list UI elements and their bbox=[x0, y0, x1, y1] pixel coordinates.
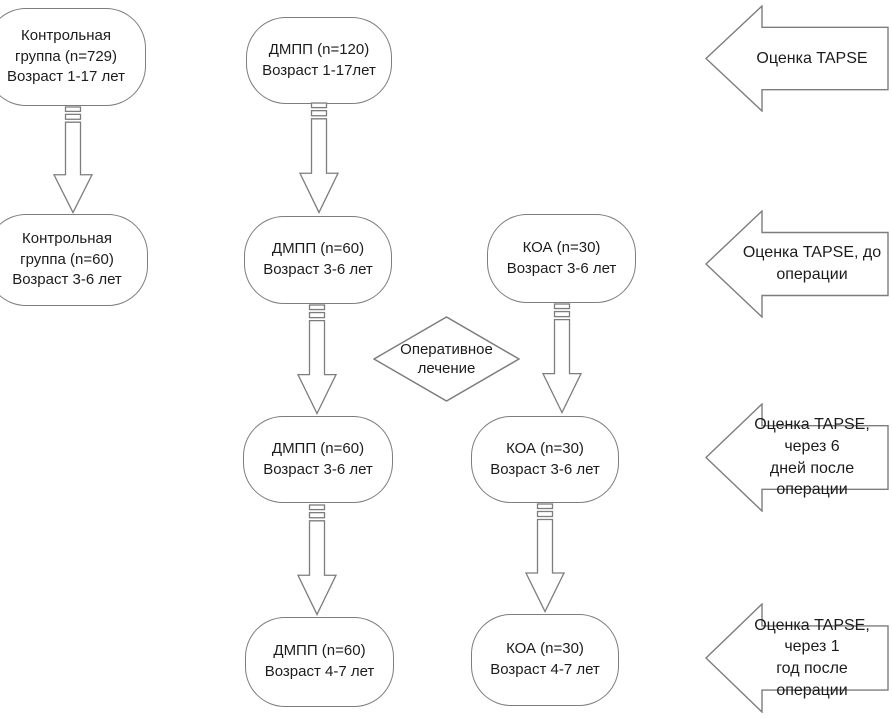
left-block-arrow-shape bbox=[705, 210, 889, 318]
node-dmpp-60-preop: ДМПП (n=60) Возраст 3-6 лет bbox=[244, 216, 392, 304]
stage-arrow-label: Оценка TAPSE, через 1 год после операции bbox=[754, 616, 870, 699]
stage-arrow-label: Оценка TAPSE, через 6 дней после операци… bbox=[754, 416, 870, 499]
stage-arrow-label: Оценка TAPSE, до операции bbox=[742, 244, 882, 283]
node-dmpp-60-postop-6d: ДМПП (n=60) Возраст 3-6 лет bbox=[243, 416, 393, 503]
down-arrow-connector bbox=[524, 503, 566, 613]
diamond-shape bbox=[373, 316, 520, 402]
left-block-arrow-shape bbox=[705, 403, 889, 512]
decision-surgical-treatment: Оперативное лечение bbox=[373, 316, 520, 402]
node-koa-30-1y: КОА (n=30) Возраст 4-7 лет bbox=[471, 614, 619, 706]
down-arrow-connector bbox=[52, 106, 94, 214]
stage-arrow-tapse-preop: Оценка TAPSE, до операции bbox=[705, 210, 889, 318]
stage-arrow-tapse-baseline: Оценка TAPSE bbox=[705, 5, 889, 112]
down-arrow-connector bbox=[296, 304, 338, 415]
down-arrow-connector bbox=[296, 504, 338, 616]
left-block-arrow-shape bbox=[705, 603, 889, 713]
node-control-group-729: Контрольная группа (n=729) Возраст 1-17 … bbox=[0, 8, 146, 106]
decision-label: Оперативное лечение bbox=[400, 340, 493, 378]
node-dmpp-120: ДМПП (n=120) Возраст 1-17лет bbox=[246, 17, 392, 104]
stage-arrow-tapse-6days: Оценка TAPSE, через 6 дней после операци… bbox=[705, 403, 889, 512]
left-block-arrow-shape bbox=[705, 5, 889, 112]
stage-arrow-label: Оценка TAPSE bbox=[756, 49, 868, 67]
node-control-group-60: Контрольная группа (n=60) Возраст 3-6 ле… bbox=[0, 214, 148, 306]
down-arrow-connector bbox=[298, 102, 340, 214]
stage-arrow-tapse-1year: Оценка TAPSE, через 1 год после операции bbox=[705, 603, 889, 713]
node-dmpp-60-1y: ДМПП (n=60) Возраст 4-7 лет bbox=[245, 617, 394, 707]
node-koa-30-postop-6d: КОА (n=30) Возраст 3-6 лет bbox=[471, 416, 619, 503]
node-koa-30-preop: КОА (n=30) Возраст 3-6 лет bbox=[487, 214, 636, 303]
down-arrow-connector bbox=[541, 303, 583, 414]
